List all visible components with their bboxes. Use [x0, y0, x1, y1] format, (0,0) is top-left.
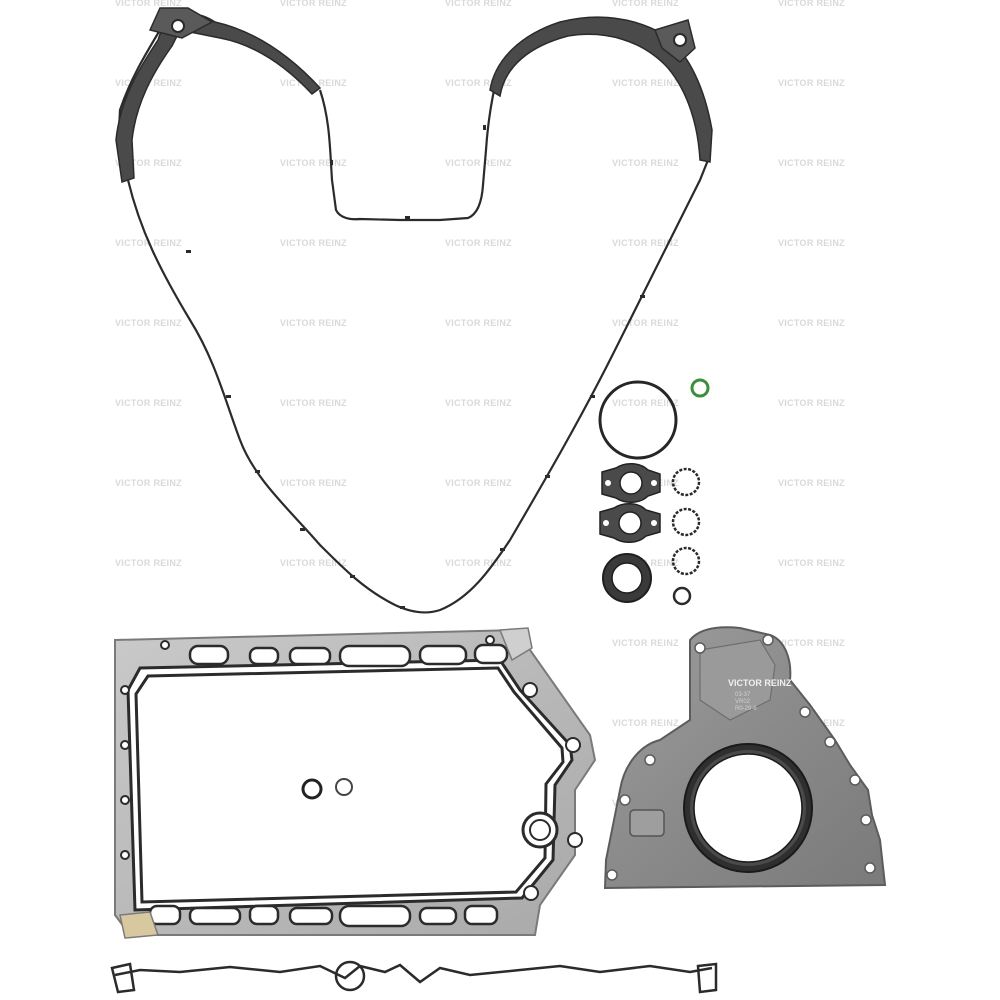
watermark-text: VICTOR REINZ — [612, 238, 679, 248]
strip-ring — [334, 960, 366, 992]
watermark-text: VICTOR REINZ — [445, 478, 512, 488]
watermark-text: VICTOR REINZ — [445, 0, 512, 8]
cover-stamp-line2: VR02 — [735, 699, 751, 705]
watermark-text: VICTOR REINZ — [778, 478, 845, 488]
watermark-text: VICTOR REINZ — [778, 78, 845, 88]
watermark-text: VICTOR REINZ — [115, 318, 182, 328]
watermark-text: VICTOR REINZ — [115, 558, 182, 568]
watermark-text: VICTOR REINZ — [445, 398, 512, 408]
watermark-text: VICTOR REINZ — [612, 398, 679, 408]
left-ear-hole — [171, 19, 185, 33]
watermark-text: VICTOR REINZ — [778, 238, 845, 248]
pickup-boss — [521, 811, 559, 849]
watermark-text: VICTOR REINZ — [778, 558, 845, 568]
watermark-text: VICTOR REINZ — [778, 0, 845, 8]
watermark-text: VICTOR REINZ — [778, 158, 845, 168]
watermark-text: VICTOR REINZ — [445, 558, 512, 568]
green-o-ring — [690, 378, 710, 398]
watermark-text: VICTOR REINZ — [280, 0, 347, 8]
timing-gasket-right-strip — [489, 16, 713, 163]
watermark-text: VICTOR REINZ — [280, 398, 347, 408]
watermark-text: VICTOR REINZ — [445, 238, 512, 248]
watermark-text: VICTOR REINZ — [612, 158, 679, 168]
oil-pan-opening — [126, 658, 574, 912]
o-ring-d — [672, 586, 692, 606]
watermark-text: VICTOR REINZ — [445, 158, 512, 168]
watermark-text: VICTOR REINZ — [115, 398, 182, 408]
watermark-text: VICTOR REINZ — [612, 78, 679, 88]
oil-pan-bolt-holes — [120, 635, 583, 901]
watermark-text: VICTOR REINZ — [612, 0, 679, 8]
watermark-text: VICTOR REINZ — [115, 158, 182, 168]
watermark-text: VICTOR REINZ — [280, 238, 347, 248]
watermark-text: VICTOR REINZ — [612, 318, 679, 328]
timing-gasket-bead — [116, 29, 710, 614]
watermark-text: VICTOR REINZ — [280, 558, 347, 568]
seal-cover-bolt-holes — [606, 634, 876, 881]
right-ear-hole — [673, 33, 687, 47]
oil-pan-gasket — [114, 627, 597, 939]
rear-crank-seal-cover: VICTOR REINZ 03-37 VR02 R0-29-6 — [603, 626, 887, 890]
timing-cover-gasket — [115, 7, 713, 614]
oil-pan-bottom-slots — [148, 904, 499, 928]
watermark-text: VICTOR REINZ — [445, 318, 512, 328]
watermark-text: VICTOR REINZ — [115, 478, 182, 488]
small-o-ring-1 — [301, 778, 323, 800]
watermark-text: VICTOR REINZ — [280, 478, 347, 488]
strip-right-end — [696, 962, 718, 994]
o-ring-b — [671, 507, 701, 537]
small-o-ring-2 — [335, 778, 353, 796]
cover-sensor-boss — [629, 809, 665, 837]
watermark-text: VICTOR REINZ — [612, 718, 679, 728]
bottom-gasket-strip — [110, 960, 718, 994]
o-ring-a — [671, 467, 701, 497]
o-ring-c — [671, 546, 701, 576]
watermark-text: VICTOR REINZ — [778, 638, 845, 648]
cover-stamp-brand: VICTOR REINZ — [728, 678, 792, 688]
watermark-text: VICTOR REINZ — [115, 0, 182, 8]
watermark-text: VICTOR REINZ — [612, 638, 679, 648]
timing-gasket-tabs — [186, 125, 645, 609]
small-seals — [598, 378, 710, 606]
watermark-text: VICTOR REINZ — [280, 158, 347, 168]
oil-pan-top-slots — [188, 643, 509, 668]
flange-gasket-1 — [601, 463, 661, 503]
watermark-text: VICTOR REINZ — [280, 318, 347, 328]
crank-opening — [693, 753, 803, 863]
cover-stamp-line1: 03-37 — [735, 692, 751, 698]
watermark-text: VICTOR REINZ — [445, 78, 512, 88]
watermark-text: VICTOR REINZ — [778, 318, 845, 328]
watermark-text: VICTOR REINZ — [778, 398, 845, 408]
strip-left-end — [110, 962, 136, 994]
cover-stamp-line3: R0-29-6 — [735, 706, 757, 712]
flange-gasket-2 — [599, 503, 661, 543]
large-o-ring — [598, 380, 678, 460]
timing-gasket-left-strip — [115, 12, 322, 183]
